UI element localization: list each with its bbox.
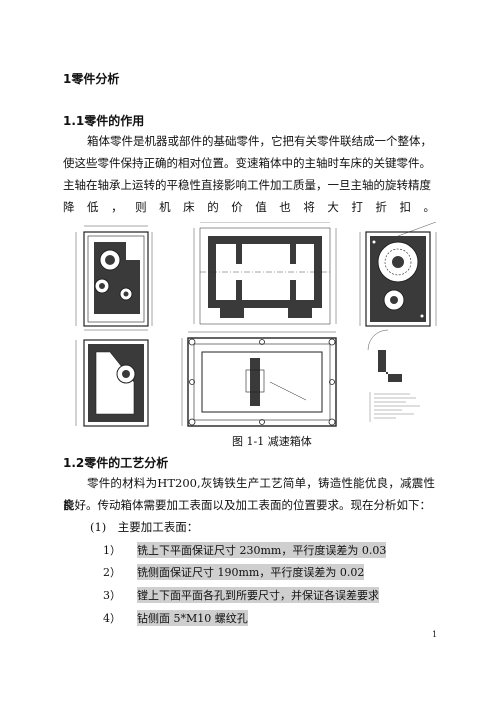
char: 机 [159, 200, 171, 214]
section-1-1-title: 1.1零件的作用 [63, 114, 145, 128]
section-view-drawing [193, 222, 337, 325]
char: 也 [279, 200, 291, 214]
char: 大 [327, 200, 339, 214]
list-item-text: 镗上下面平面各孔到所要尺寸，并保证各误差要求 [137, 587, 379, 603]
list-item-number: 4） [103, 612, 121, 625]
char: 价 [231, 200, 243, 214]
list-item-text: 铣侧面保证尺寸 190mm，平行度误差为 0.02 [137, 564, 365, 580]
char: 床 [183, 200, 195, 214]
section-1-2-line-1: 零件的材料为HT200,灰铸铁生产工艺简单，铸造性能优良，减震性能 [63, 476, 435, 512]
list-item-number: 3） [103, 589, 121, 602]
bottom-view-drawing [75, 339, 149, 427]
list-item-number: 2） [103, 566, 121, 579]
section-1-2-title: 1.2零件的工艺分析 [63, 456, 169, 470]
list-item-number: 1） [103, 544, 121, 557]
char: 低 [87, 200, 99, 214]
section-1-1-line-1: 箱体零件是机器或部件的基础零件，它把有关零件联结成一个整体， [87, 134, 432, 148]
char: 扣 [399, 200, 411, 214]
char: 折 [375, 200, 387, 214]
page-number: 1 [432, 630, 438, 639]
section-1-2-line-3: (1) 主要加工表面： [90, 520, 199, 534]
side-view-drawing [359, 222, 437, 327]
char: 的 [207, 200, 219, 214]
gearbox-drawing-figure [75, 222, 437, 427]
char: 则 [135, 200, 147, 214]
front-view-drawing [75, 225, 153, 331]
list-item-text: 钻侧面 5*M10 螺纹孔 [137, 610, 248, 626]
list-item-text: 铣上下平面保证尺寸 230mm，平行度误差为 0.03 [137, 542, 387, 558]
section-1-1-line-3: 主轴在轴承上运转的平稳性直接影响工件加工质量，一旦主轴的旋转精度 [63, 178, 431, 192]
char: ， [111, 200, 123, 214]
plan-view-drawing [181, 331, 337, 427]
section-1-1-line-4: 降 低 ， 则 机 床 的 价 值 也 将 大 打 折 扣 。 [63, 196, 435, 218]
section-1-1-line-2: 使这些零件保持正确的相对位置。变速箱体中的主轴时车床的关键零件。 [63, 156, 431, 170]
section-1-2-line-2: 良好。传动箱体需要加工表面以及加工表面的位置要求。现在分析如下： [63, 498, 431, 512]
char: 降 [63, 200, 75, 214]
char: 。 [423, 200, 435, 214]
detail-view-drawing [367, 329, 420, 422]
heading-1: 1零件分析 [63, 72, 120, 86]
char: 打 [351, 200, 363, 214]
char: 值 [255, 200, 267, 214]
char: 将 [303, 200, 315, 214]
figure-caption: 图 1-1 减速箱体 [232, 435, 312, 448]
